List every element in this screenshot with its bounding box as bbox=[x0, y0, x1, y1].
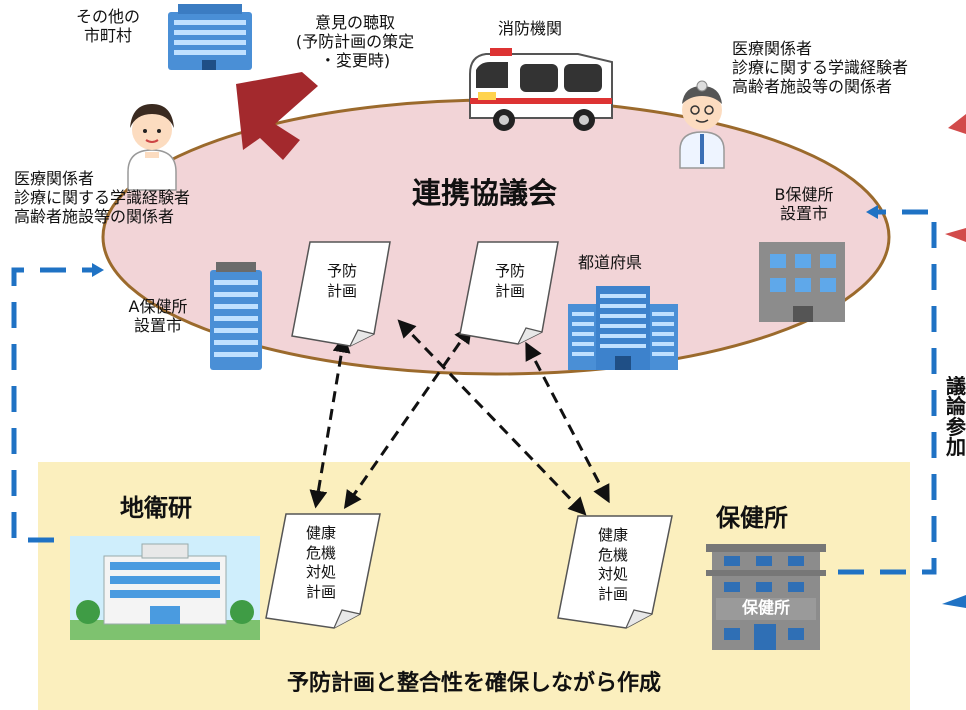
red-arrow bbox=[236, 72, 318, 160]
other-municipalities-label: その他の 市町村 bbox=[75, 7, 140, 45]
crisis-plan-doc-2 bbox=[557, 515, 673, 629]
city-a-label: A保健所 設置市 bbox=[128, 297, 188, 335]
health-center-building-icon bbox=[706, 544, 826, 650]
red-shape-top bbox=[948, 114, 966, 134]
council-title: 連携協議会 bbox=[412, 176, 558, 210]
crisis-plan-1-text: 健康 危機 対処 計画 bbox=[305, 524, 336, 601]
medical-stakeholders-left: 医療関係者 診療に関する学識経験者 高齢者施設等の関係者 bbox=[14, 169, 191, 226]
blue-arrowhead-right bbox=[866, 205, 878, 219]
crisis-plan-doc-1 bbox=[265, 513, 381, 629]
health-center-sign: 保健所 bbox=[741, 598, 790, 617]
medical-stakeholders-right: 医療関係者 診療に関する学識経験者 高齢者施設等の関係者 bbox=[732, 39, 909, 96]
dashed-arrows bbox=[309, 319, 610, 516]
health-center-title: 保健所 bbox=[716, 504, 788, 532]
prevention-plan-2-text: 予防 計画 bbox=[494, 262, 525, 300]
footer-caption: 予防計画と整合性を確保しながら作成 bbox=[286, 671, 661, 696]
side-label: 議 論 参 加 bbox=[946, 376, 966, 458]
fire-department-label: 消防機関 bbox=[498, 19, 563, 38]
hearing-label: 意見の聴取 (予防計画の策定 ・変更時) bbox=[295, 13, 415, 70]
nurse-icon bbox=[127, 104, 177, 191]
doctor-icon bbox=[679, 80, 725, 169]
prevention-plan-doc-1 bbox=[291, 241, 391, 347]
blue-arrowhead-left bbox=[92, 263, 104, 277]
lab-building-icon bbox=[70, 536, 260, 640]
lab-title: 地衛研 bbox=[120, 494, 192, 522]
crisis-plan-2-text: 健康 危機 対処 計画 bbox=[597, 526, 628, 603]
building-icon-city-a bbox=[210, 262, 262, 370]
building-icon-municipality bbox=[168, 4, 252, 70]
prevention-plan-1-text: 予防 計画 bbox=[326, 262, 357, 300]
red-shape-mid bbox=[945, 228, 966, 242]
blue-dashed-lines bbox=[11, 209, 937, 575]
prefecture-label: 都道府県 bbox=[578, 253, 643, 272]
ambulance-icon bbox=[469, 48, 613, 131]
building-icon-city-b bbox=[759, 242, 845, 322]
prevention-plan-doc-2 bbox=[459, 241, 559, 345]
city-b-label: B保健所 設置市 bbox=[774, 185, 834, 223]
blue-shape-bottom bbox=[942, 595, 966, 608]
building-icon-prefecture bbox=[568, 286, 678, 370]
